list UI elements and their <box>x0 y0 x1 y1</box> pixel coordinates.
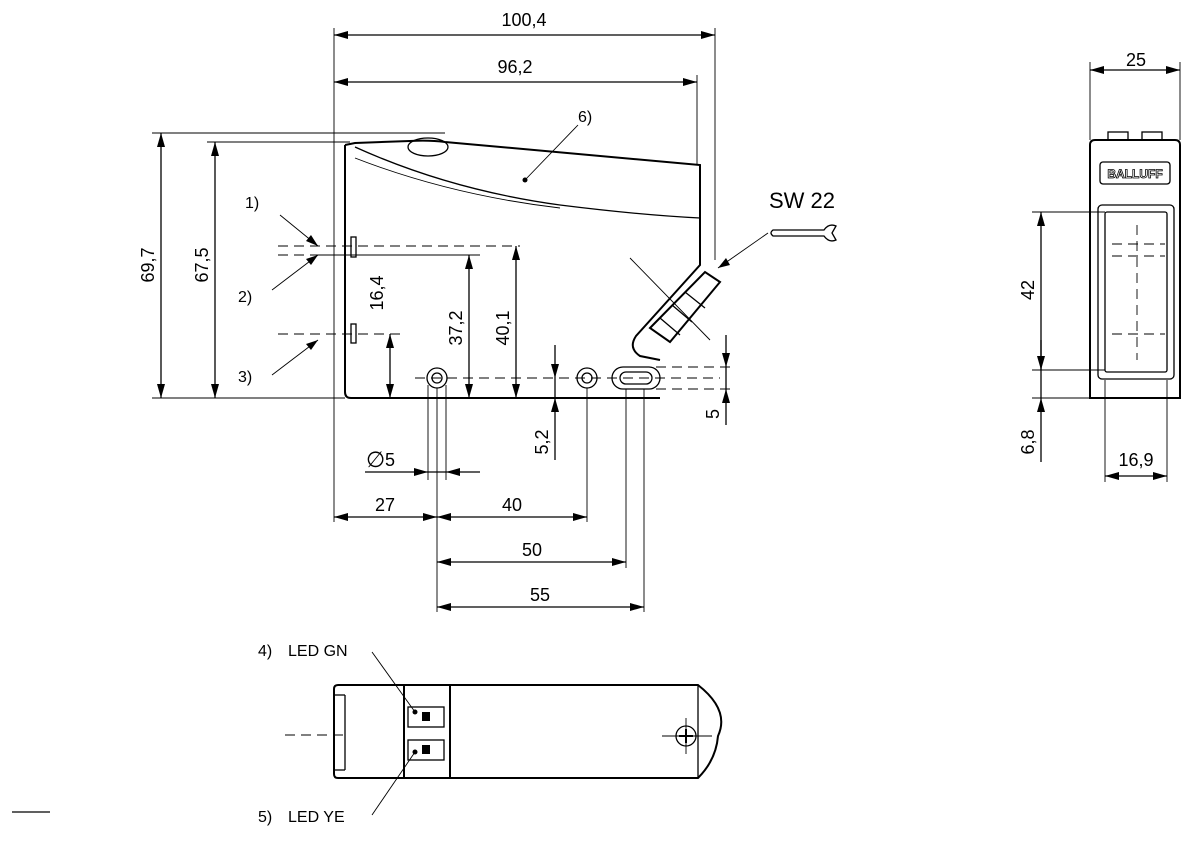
callout-3: 3) <box>238 369 252 386</box>
brand-logo: BALLUFF <box>1107 167 1162 181</box>
dim-lens-height: 42 <box>1018 280 1038 300</box>
dimension-lines-left <box>152 132 520 399</box>
led-ye-label: LED YE <box>288 809 345 826</box>
dim-hole-pos-4: 55 <box>530 585 550 605</box>
dim-hole-diameter: 5 <box>385 450 395 470</box>
centerlines <box>278 245 730 390</box>
front-view: BALLUFF 25 42 6,8 16,9 <box>1018 50 1181 482</box>
leader-lines <box>271 124 769 376</box>
dim-slot-height: 5,2 <box>532 429 552 454</box>
wrench-size-label: SW 22 <box>769 188 835 213</box>
dim-bottom-offset: 6,8 <box>1018 429 1038 454</box>
dim-overall-length: 100,4 <box>501 10 546 30</box>
led-ye-callout: 5) <box>258 809 272 826</box>
wrench-icon <box>770 224 837 242</box>
dim-mid-height: 37,2 <box>446 310 466 345</box>
dim-hole-pos-2: 40 <box>502 495 522 515</box>
callout-2: 2) <box>238 289 252 306</box>
dim-body-length: 96,2 <box>497 57 532 77</box>
side-view-labels: 100,4 96,2 69,7 67,5 16,4 37,2 40,1 5,2 … <box>138 10 835 605</box>
callout-1: 1) <box>245 195 259 212</box>
callout-6: 6) <box>578 109 592 126</box>
dimension-lines-top <box>333 28 716 522</box>
dim-emitter-offset: 16,4 <box>367 275 387 310</box>
diameter-symbol: ∅ <box>366 447 385 472</box>
dim-overall-height: 69,7 <box>138 247 158 282</box>
side-view-body <box>344 137 722 399</box>
dimension-lines-slot <box>540 335 730 460</box>
dim-width: 25 <box>1126 50 1146 70</box>
dim-body-height: 67,5 <box>192 247 212 282</box>
dimension-lines-bottom <box>334 385 645 612</box>
top-view: 4) LED GN 5) LED YE <box>258 643 723 826</box>
dim-hole-pos-1: 27 <box>375 495 395 515</box>
dim-lens-width: 16,9 <box>1118 450 1153 470</box>
led-gn-callout: 4) <box>258 643 272 660</box>
dim-top-height: 40,1 <box>493 310 513 345</box>
dim-hole-pos-3: 50 <box>522 540 542 560</box>
led-gn-label: LED GN <box>288 643 348 660</box>
dim-slot-width: 5 <box>703 409 723 419</box>
